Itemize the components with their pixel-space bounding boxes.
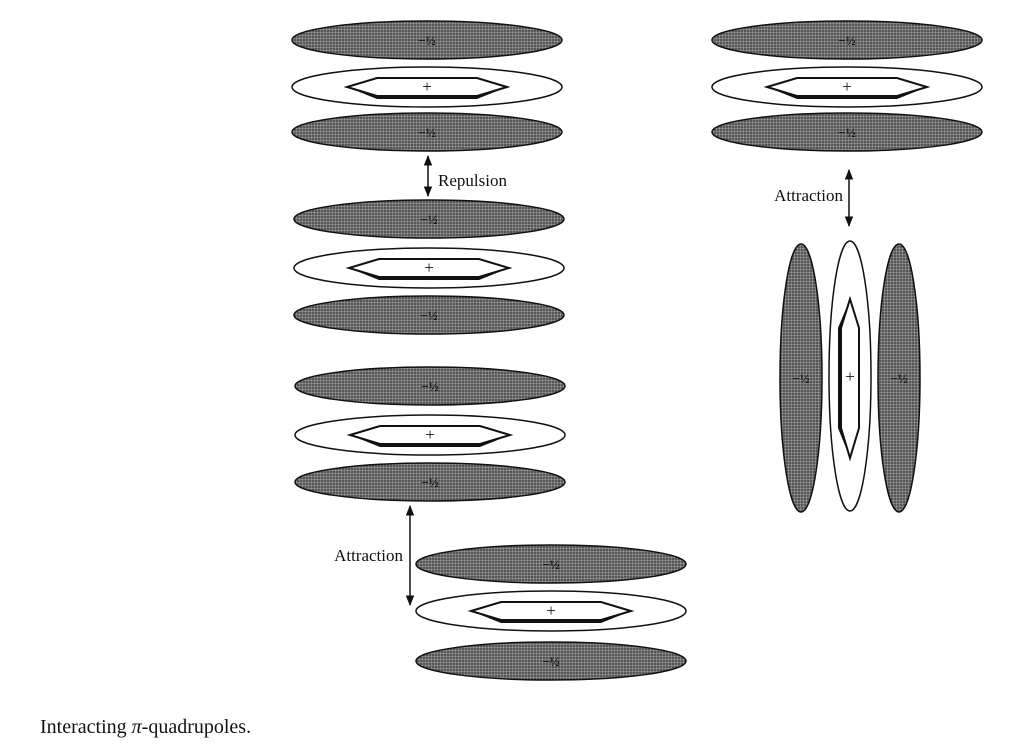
negative-charge-label: −½ [421, 379, 438, 394]
negative-lobe [415, 641, 687, 681]
quadrupole-stack-top: −½ + −½ [291, 20, 563, 152]
caption-prefix: Interacting [40, 716, 132, 738]
benzene-ring-edge [347, 87, 507, 99]
positive-charge-label: + [845, 367, 855, 386]
figure-caption: Interacting π-quadrupoles. [40, 716, 251, 739]
benzene-ring-edge [838, 299, 850, 458]
negative-charge-label: −½ [792, 371, 809, 386]
negative-lobe [711, 20, 983, 60]
quadrupole-stack-middle: −½ + −½ [293, 199, 565, 335]
caption-suffix: -quadrupoles. [141, 716, 252, 738]
attraction-label-right: Attraction [774, 186, 843, 205]
caption-pi-symbol: π [131, 716, 142, 738]
positive-charge-label: + [422, 77, 432, 96]
positive-charge-label: + [842, 77, 852, 96]
negative-charge-label: −½ [838, 125, 855, 140]
negative-charge-label: −½ [838, 33, 855, 48]
negative-lobe [291, 20, 563, 60]
negative-charge-label: −½ [420, 212, 437, 227]
benzene-ring-edge [471, 611, 631, 623]
attraction-label-left: Attraction [334, 546, 403, 565]
repulsion-label: Repulsion [438, 171, 507, 190]
negative-charge-label: −½ [542, 654, 559, 669]
negative-lobe [293, 199, 565, 239]
negative-charge-label: −½ [421, 475, 438, 490]
positive-charge-label: + [424, 258, 434, 277]
negative-lobe [877, 243, 921, 513]
negative-lobe [711, 112, 983, 152]
negative-lobe [294, 366, 566, 406]
positive-charge-label: + [546, 601, 556, 620]
negative-charge-label: −½ [542, 557, 559, 572]
negative-lobe [293, 295, 565, 335]
benzene-ring-edge [349, 268, 509, 280]
quadrupole-vertical: −½ + −½ [779, 240, 921, 513]
negative-charge-label: −½ [418, 125, 435, 140]
negative-charge-label: −½ [420, 308, 437, 323]
negative-charge-label: −½ [418, 33, 435, 48]
negative-lobe [779, 243, 823, 513]
quadrupole-stack-lower: −½ + −½ [294, 366, 566, 502]
quadrupole-stack-right: −½ + −½ [711, 20, 983, 152]
benzene-ring-edge [767, 87, 927, 99]
positive-charge-label: + [425, 425, 435, 444]
negative-charge-label: −½ [890, 371, 907, 386]
benzene-ring-edge [350, 435, 510, 447]
negative-lobe [291, 112, 563, 152]
quadrupole-stack-offset: −½ + −½ [415, 544, 687, 681]
negative-lobe [294, 462, 566, 502]
negative-lobe [415, 544, 687, 584]
